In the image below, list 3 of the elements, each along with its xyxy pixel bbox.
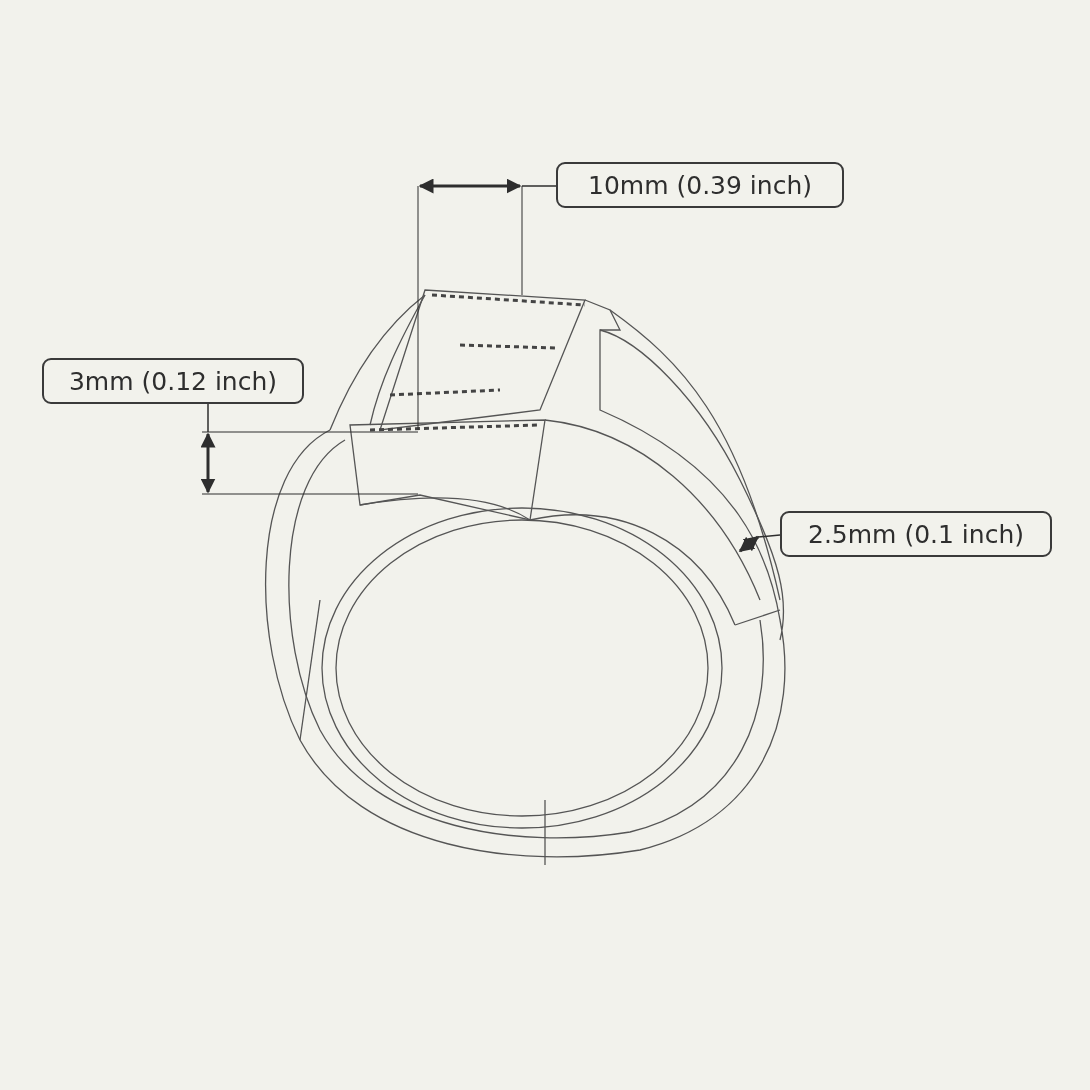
dimension-label: 2.5mm (0.1 inch) — [780, 511, 1052, 557]
dimension-label: 3mm (0.12 inch) — [42, 358, 304, 404]
dimension-label: 10mm (0.39 inch) — [556, 162, 844, 208]
